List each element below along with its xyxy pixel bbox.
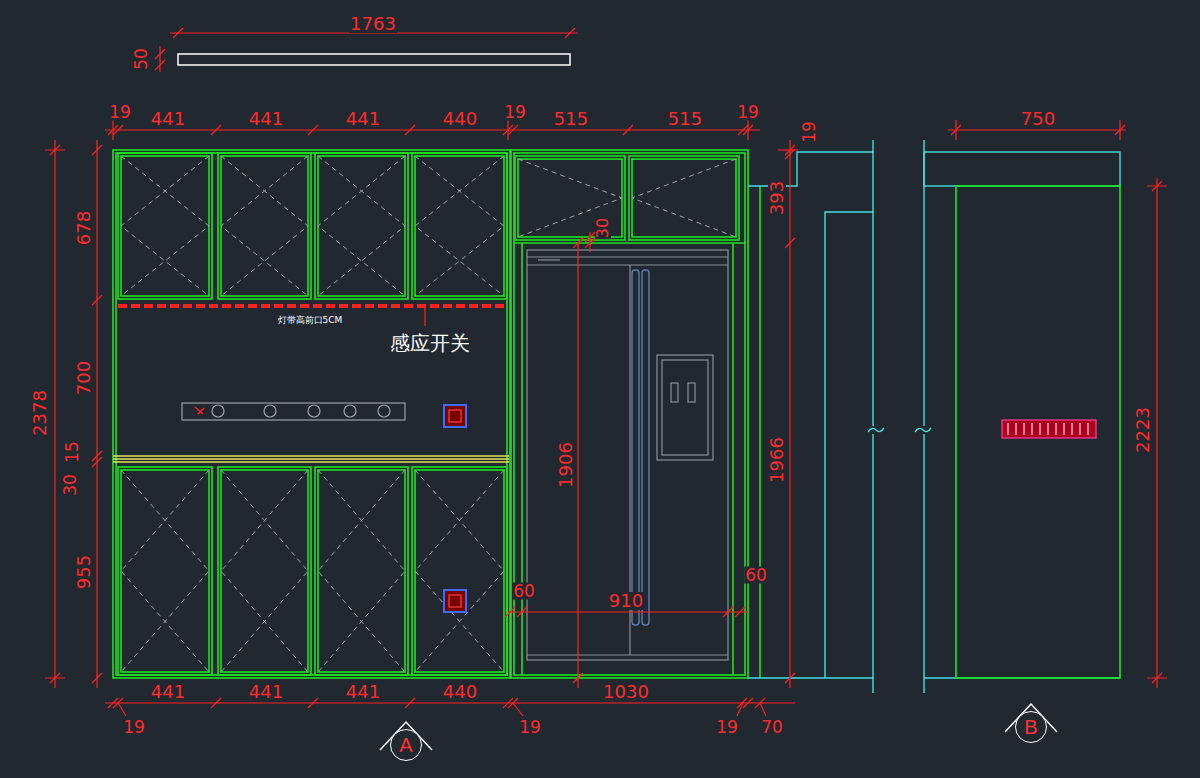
dimension-label: 441 [150,683,186,701]
section-marker: B [1015,711,1047,743]
dimension-label: 955 [75,554,93,590]
dimension-label: 515 [667,110,703,128]
dimension-label: 1906 [557,441,575,489]
dimension-label: 393 [768,180,786,216]
dimension-label: 678 [75,210,93,246]
dimension-label: 60 [512,583,536,600]
dimension-label: 440 [442,683,478,701]
dimension-label: 441 [248,683,284,701]
dimension-label: 515 [553,110,589,128]
dimension-label: 750 [1020,110,1056,128]
dimension-label: 441 [248,110,284,128]
switch-box [444,405,466,612]
section-marker: A [390,729,422,761]
dimension-label: 2378 [31,389,49,437]
dimension-label: 30 [62,473,79,497]
socket-mark [195,407,204,414]
dimension-label: 30 [595,217,611,239]
dimension-label: 19 [801,120,818,144]
note-label: 感应开关 [389,333,471,353]
dimension-lines [45,28,1167,716]
handle-symbol [1002,420,1096,438]
dimension-label: 2223 [1134,406,1152,454]
dimension-label: 1763 [349,15,397,33]
fridge-handle [632,270,649,625]
dimension-label: 441 [345,683,381,701]
countertop [113,456,509,462]
top-strip [178,54,570,65]
dimension-label: 19 [503,104,527,121]
section-letter: A [399,735,412,755]
fridge [527,250,728,660]
dimension-label: 19 [736,104,760,121]
led-strip [118,304,508,308]
dimension-label: 70 [760,719,784,736]
panel-outline [956,186,1120,678]
dimension-label: 1030 [602,683,650,701]
dimension-label: 19 [518,719,542,736]
dimension-label: 19 [715,719,739,736]
dimension-label: 441 [150,110,186,128]
leader-line [424,306,425,326]
dimension-label: 19 [122,719,146,736]
socket-strip [182,403,405,420]
dimension-label: 19 [108,104,132,121]
dimension-label: 910 [608,592,644,610]
door-swing-lines [121,156,736,672]
note-label: 灯带高前口5CM [277,316,344,325]
dimension-label: 15 [64,440,81,464]
dimension-label: 60 [744,567,768,584]
dimension-label: 50 [133,47,150,71]
section-letter: B [1024,717,1037,737]
dimension-label: 440 [442,110,478,128]
dimension-label: 700 [75,360,93,396]
dimension-label: 1966 [768,436,786,484]
section-marker-hat [380,704,1057,750]
cabinet-outline [113,150,760,678]
side-section [748,140,1120,693]
dimension-label: 441 [345,110,381,128]
